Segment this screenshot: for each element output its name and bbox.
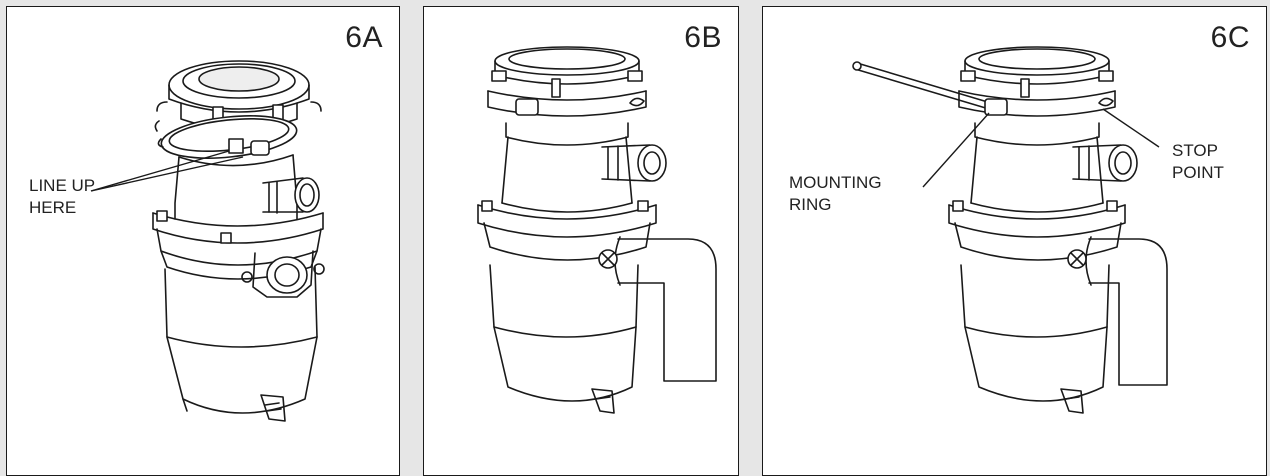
panel-6c: 6C <box>762 6 1267 476</box>
callout-stop-point: STOP POINT <box>1172 140 1224 184</box>
panel-6b: 6B <box>423 6 739 476</box>
callout-leader-lines-6c <box>763 7 1267 476</box>
panel-6a: 6A <box>6 6 400 476</box>
callout-leader-line-up <box>7 7 400 476</box>
disposer-illustration-6b <box>424 7 739 476</box>
callout-mounting-ring: MOUNTING RING <box>789 172 882 216</box>
callout-line-up-here: LINE UP HERE <box>29 175 95 219</box>
